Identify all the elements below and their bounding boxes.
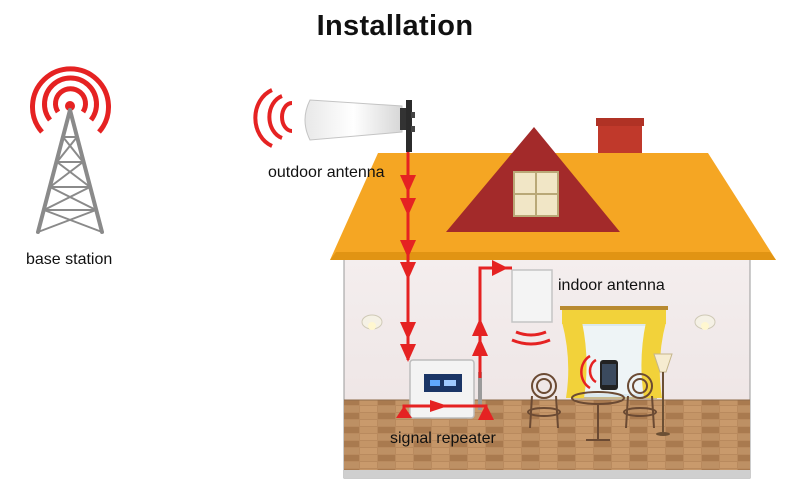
page-title: Installation xyxy=(316,10,474,42)
floor-lamp xyxy=(653,353,673,436)
outdoor-signal-icon xyxy=(253,88,293,148)
base-station-signal-icon xyxy=(30,66,111,134)
house xyxy=(330,118,776,479)
wall-lamp-right xyxy=(694,314,716,330)
house-floor xyxy=(344,400,750,478)
indoor-signal-icon xyxy=(511,330,551,346)
base-station-label: base station xyxy=(26,251,113,268)
outdoor-antenna xyxy=(253,88,415,152)
signal-repeater-label: signal repeater xyxy=(390,430,496,447)
table-and-chairs xyxy=(527,373,657,441)
indoor-antenna-label: indoor antenna xyxy=(558,277,665,294)
signal-repeater xyxy=(409,359,482,419)
signal-path xyxy=(396,152,512,420)
smartphone xyxy=(580,354,618,390)
phone-signal-icon xyxy=(580,354,597,390)
base-station-tower xyxy=(30,66,111,234)
wall-lamp-left xyxy=(361,314,383,330)
indoor-antenna xyxy=(511,269,553,346)
outdoor-antenna-label: outdoor antenna xyxy=(268,164,385,181)
